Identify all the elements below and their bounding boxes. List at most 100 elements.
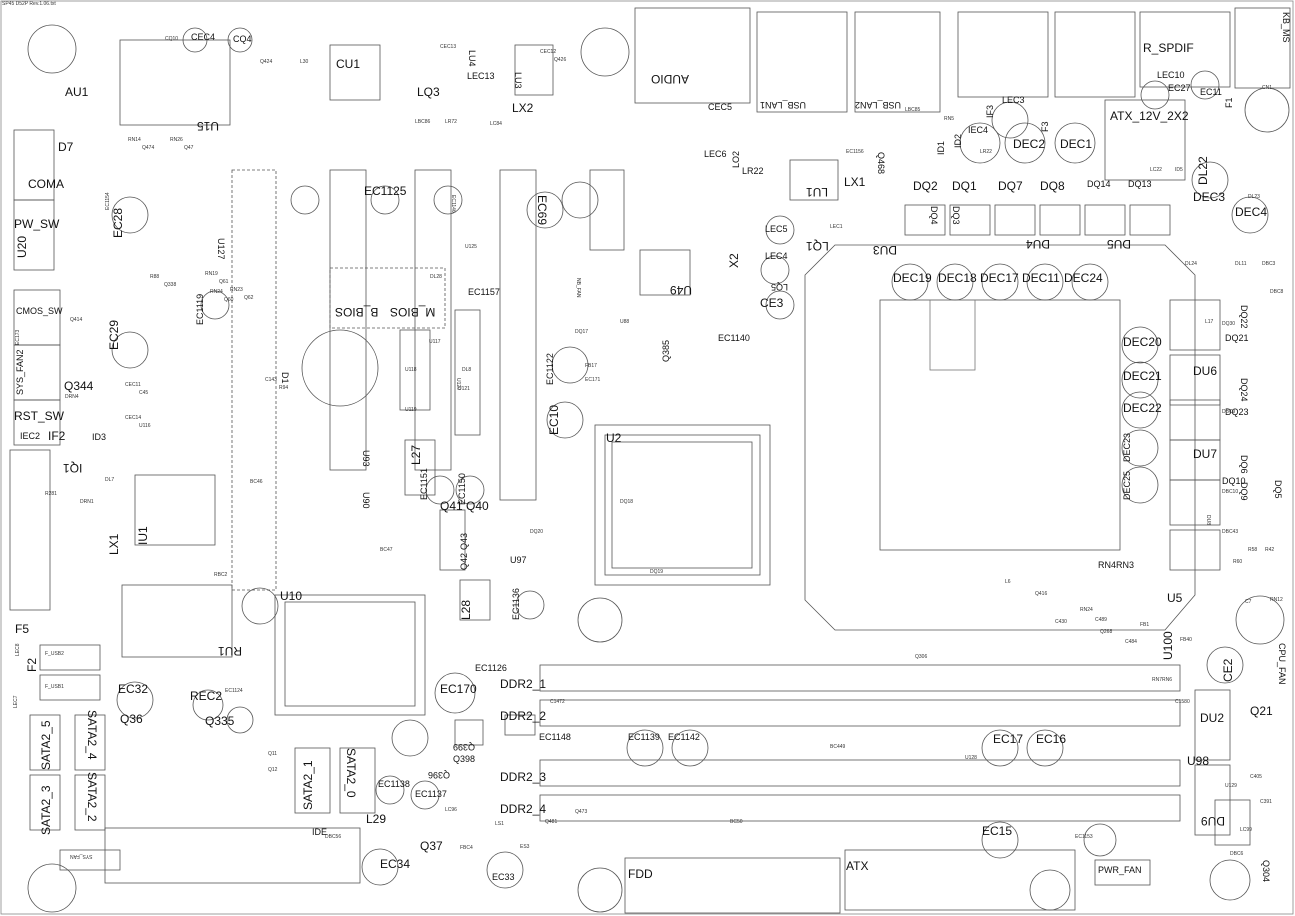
small-label: Q306	[915, 654, 928, 660]
small-label: RN14	[128, 137, 141, 143]
small-label: DQ30	[1222, 321, 1236, 327]
label-q398: Q398	[453, 754, 476, 764]
label-lec10: LEC10	[1157, 70, 1185, 80]
label-dq21: DQ21	[1225, 333, 1249, 343]
label-ec32: EC32	[118, 682, 149, 696]
label-nb-fan: NB_FAN	[575, 278, 581, 298]
small-label: Q416	[1035, 591, 1048, 597]
label-ec11: EC11	[1200, 87, 1222, 97]
small-label: RN23	[230, 287, 243, 293]
small-label: R58	[1248, 547, 1258, 553]
small-label: LC96	[445, 807, 457, 813]
label-q37: Q37	[420, 839, 443, 853]
label-sata2-0: SATA2_0	[344, 748, 358, 798]
label-lo2: LO2	[731, 150, 741, 168]
label-dq13: DQ13	[1128, 179, 1152, 189]
small-label: DBC3	[1262, 261, 1276, 267]
label-rst-sw: RST_SW	[14, 409, 65, 423]
label-b-bios: B_BIOS	[335, 305, 379, 319]
label-l17: L17	[1205, 319, 1214, 325]
small-label: U128	[965, 755, 977, 761]
label-u100: U100	[1161, 631, 1175, 660]
label-dq9: DQ9	[1239, 482, 1249, 501]
small-label: R88	[150, 274, 160, 280]
label-du2: DU2	[1200, 711, 1225, 725]
label-sys-fan: SYS_FAN	[70, 853, 93, 859]
label-dq5: DQ5	[1273, 480, 1283, 499]
label-dq2: DQ2	[913, 179, 938, 193]
label-audio: AUDIO	[651, 72, 690, 86]
label-u121: U121	[458, 386, 470, 392]
small-label: BC47	[380, 547, 393, 553]
small-label: C405	[1250, 774, 1262, 780]
label-q399: Q399	[453, 742, 476, 752]
label-ec10: EC10	[547, 404, 561, 435]
label-q385: Q385	[661, 339, 671, 362]
label-sata2-2: SATA2_2	[85, 772, 99, 822]
label-cec4: CEC4	[191, 32, 216, 42]
label-dec18: DEC18	[938, 271, 977, 285]
small-label: LR72	[445, 119, 457, 125]
small-label: C430	[1055, 619, 1067, 625]
label-pwr-fan: PWR_FAN	[1098, 865, 1142, 875]
small-label: LBC86	[415, 119, 431, 125]
label-u15: U15	[197, 119, 220, 133]
small-label: L30	[300, 59, 309, 65]
label-q344: Q344	[64, 379, 94, 393]
small-label: DL23	[1248, 194, 1260, 200]
label-dq14: DQ14	[1087, 179, 1111, 189]
label-du9: DU9	[1201, 814, 1226, 828]
label-ec29: EC29	[107, 319, 121, 350]
label-q468: Q468	[876, 152, 886, 175]
label-lec6: LEC6	[704, 149, 727, 159]
label-m-bios: M_BIOS	[390, 305, 436, 319]
label-if3: IF3	[985, 104, 995, 118]
label-u90: U90	[361, 492, 371, 509]
label-rn7: RN7RN6	[1152, 677, 1173, 683]
small-label: DL28	[430, 274, 442, 280]
label-kb-ms: KB_MS	[1281, 12, 1291, 43]
label-u2: U2	[606, 431, 622, 445]
label-u20: U20	[15, 235, 29, 258]
small-label: DQ20	[530, 529, 544, 535]
small-label: LBC85	[905, 107, 921, 113]
label-f-usb1: F_USB1	[45, 684, 64, 690]
small-label: FB1	[1140, 622, 1150, 628]
label-lx2: LX2	[512, 101, 534, 115]
label-u117: U117	[429, 339, 441, 345]
label-dec17: DEC17	[980, 271, 1019, 285]
label-ec16: EC16	[1036, 732, 1067, 746]
label-sys-fan2: SYS_FAN2	[15, 349, 25, 395]
small-label: BC46	[250, 479, 263, 485]
label-lr22: LR22	[742, 166, 764, 176]
label-ddr2-3: DDR2_3	[500, 770, 547, 784]
label-f2: F2	[25, 657, 39, 672]
small-label: Q424	[260, 59, 273, 65]
label-dec3: DEC3	[1193, 190, 1226, 204]
label-l28: L28	[459, 599, 473, 620]
board-title: SP45 D52P Rev.1.06.txt	[2, 1, 56, 7]
label-l29: L29	[366, 812, 387, 826]
label-sata2-4: SATA2_4	[85, 710, 99, 760]
label-iq1: IQ1	[63, 461, 83, 475]
small-label: DBC43	[1222, 529, 1239, 535]
small-label: RN24	[1080, 607, 1093, 613]
label-u5: U5	[1167, 591, 1183, 605]
label-dq23: DQ23	[1225, 407, 1249, 417]
small-label: FB40	[1180, 637, 1192, 643]
small-label: RN12	[1270, 597, 1283, 603]
label-ec33: EC33	[492, 872, 515, 882]
small-label: DQ18	[620, 499, 634, 505]
label-iu1: IU1	[136, 526, 150, 545]
label-ec1148: EC1148	[539, 732, 571, 742]
label-ddr2-2: DDR2_2	[500, 709, 547, 723]
label-d1: D1	[280, 372, 290, 384]
label-ec27: EC27	[1168, 83, 1191, 93]
label-dec25: DEC25	[1122, 470, 1132, 500]
label-ec171: EC171	[585, 377, 601, 383]
label-lx1-b: LX1	[107, 533, 121, 555]
label-dec24: DEC24	[1064, 271, 1103, 285]
label-ec173: EC173	[15, 329, 21, 345]
label-rbc2: RBC2	[214, 572, 228, 578]
label-q41: Q41	[440, 499, 463, 513]
